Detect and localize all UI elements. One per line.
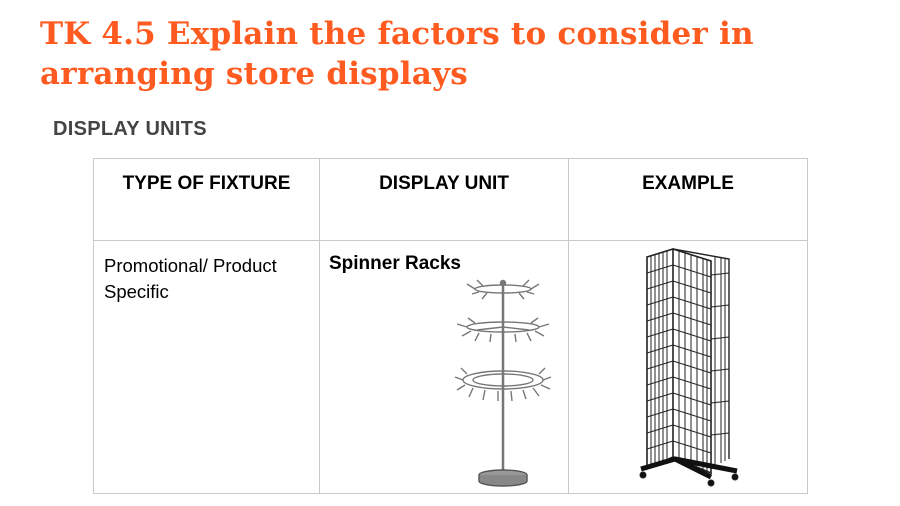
display-unit-label: Spinner Racks xyxy=(329,253,461,274)
header-example: EXAMPLE xyxy=(568,158,808,241)
cell-example xyxy=(568,240,808,494)
cell-type-of-fixture: Promotional/ Product Specific xyxy=(93,240,320,494)
display-units-table: TYPE OF FIXTURE DISPLAY UNIT EXAMPLE Pro… xyxy=(93,158,808,494)
header-display-unit: DISPLAY UNIT xyxy=(319,158,569,241)
table-row: Promotional/ Product Specific Spinner Ra… xyxy=(93,240,808,494)
cell-display-unit: Spinner Racks xyxy=(319,240,569,494)
header-type-of-fixture: TYPE OF FIXTURE xyxy=(93,158,320,241)
spinner-rack-image xyxy=(454,279,552,487)
section-subtitle: DISPLAY UNITS xyxy=(53,118,207,140)
slide-title: TK 4.5 Explain the factors to consider i… xyxy=(40,16,754,92)
gridwall-tower-image xyxy=(639,247,739,487)
table-header-row: TYPE OF FIXTURE DISPLAY UNIT EXAMPLE xyxy=(93,158,808,241)
